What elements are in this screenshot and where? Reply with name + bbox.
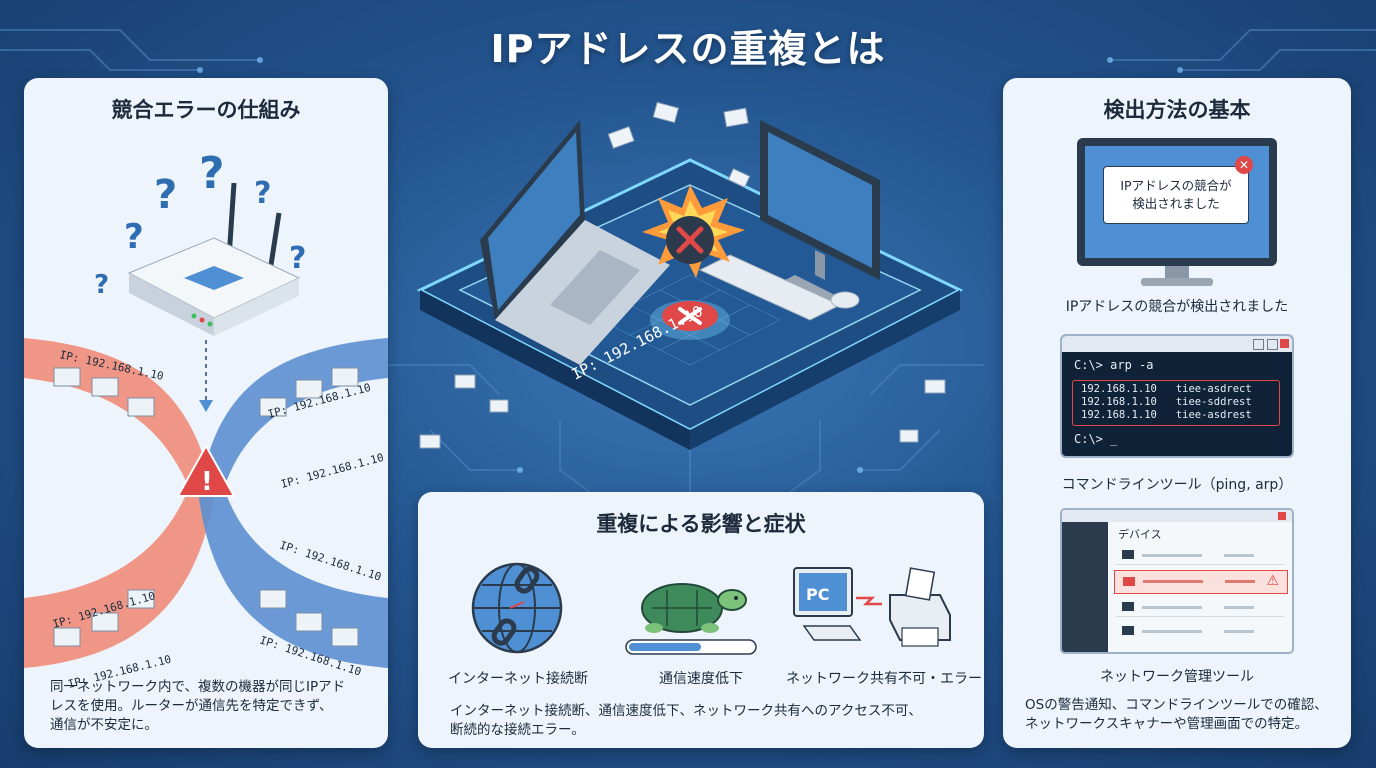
conflict-mechanism-panel: 競合エラーの仕組み ? ? ? ? ? ? ! IP: 192.168.1.10… bbox=[24, 78, 388, 748]
svg-text:?: ? bbox=[124, 217, 144, 257]
network-manager-window: デバイス ⚠ bbox=[1060, 508, 1294, 654]
device-row-conflict[interactable]: ⚠ bbox=[1114, 570, 1288, 594]
laptop-icon bbox=[480, 120, 670, 365]
router-icon: ? ? ? ? ? ? bbox=[94, 148, 306, 336]
right-desc-line-2: ネットワークスキャナーや管理画面での特定。 bbox=[1025, 716, 1309, 732]
impact-symptoms-panel: 重複による影響と症状 インターネット接続断 通信速度低下 PC ネットワーク共有… bbox=[418, 492, 984, 748]
packet-envelopes bbox=[53, 367, 359, 647]
manager-sidebar bbox=[1062, 522, 1108, 652]
terminal-caption: コマンドラインツール（ping, arp） bbox=[1061, 477, 1293, 493]
pc-printer-icon: PC bbox=[793, 567, 951, 647]
left-panel-title: 競合エラーの仕組み bbox=[111, 98, 301, 122]
arp-row-2: 192.168.1.10 tiee-sddrest bbox=[1081, 396, 1252, 408]
manager-header: デバイス bbox=[1118, 528, 1162, 541]
terminal-command: C:\> arp -a bbox=[1074, 358, 1154, 372]
right-desc-line-1: OSの警告通知、コマンドラインツールでの確認、 bbox=[1025, 697, 1328, 713]
popup-line-1: IPアドレスの競合が bbox=[1120, 178, 1232, 193]
svg-text:!: ! bbox=[201, 467, 213, 497]
device-row[interactable] bbox=[1116, 546, 1284, 565]
conflict-diagram: ! IP: 192.168.1.10 IP: 192.168.1.10 IP: … bbox=[24, 338, 388, 691]
popup-caption: IPアドレスの競合が検出されました bbox=[1065, 299, 1289, 315]
terminal-window: C:\> arp -a 192.168.1.10 tiee-asdrect 19… bbox=[1060, 334, 1294, 458]
error-badge bbox=[650, 300, 730, 340]
left-desc-line-1: 同一ネットワーク内で、複数の機器が同じIPアド bbox=[50, 679, 346, 695]
impact-label-share: ネットワーク共有不可・エラー bbox=[786, 671, 982, 687]
svg-text:?: ? bbox=[154, 172, 177, 218]
left-desc-line-2: レスを使用。ルーターが通信先を特定できず、 bbox=[50, 698, 333, 714]
page-title: IPアドレスの重複とは bbox=[490, 27, 886, 71]
svg-text:?: ? bbox=[289, 241, 306, 276]
impact-label-slow: 通信速度低下 bbox=[659, 671, 743, 687]
warning-icon: ⚠ bbox=[1266, 573, 1279, 589]
right-panel-title: 検出方法の基本 bbox=[1103, 98, 1251, 122]
conflict-popup: IPアドレスの競合が 検出されました bbox=[1103, 166, 1249, 224]
left-panel-description: 同一ネットワーク内で、複数の機器が同じIPアド レスを使用。ルーターが通信先を特… bbox=[50, 678, 345, 735]
arp-row-3: 192.168.1.10 tiee-asdrest bbox=[1081, 409, 1252, 421]
monitor-popup-illustration: IPアドレスの競合が 検出されました ✕ bbox=[1077, 138, 1277, 286]
desktop-monitor-icon bbox=[698, 120, 880, 321]
svg-text:?: ? bbox=[254, 176, 271, 211]
right-panel-description: OSの警告通知、コマンドラインツールでの確認、 ネットワークスキャナーや管理画面… bbox=[1025, 696, 1328, 734]
turtle-icon bbox=[625, 583, 757, 655]
collision-icon bbox=[642, 185, 745, 278]
envelope-icons bbox=[419, 101, 946, 449]
detection-methods-panel: 検出方法の基本 IPアドレスの競合が 検出されました ✕ IPアドレスの競合が検… bbox=[1003, 78, 1351, 748]
svg-text:?: ? bbox=[199, 148, 225, 199]
arp-results-box: 192.168.1.10 tiee-asdrect 192.168.1.10 t… bbox=[1072, 380, 1280, 426]
device-row[interactable] bbox=[1116, 598, 1284, 617]
bottom-desc-line-2: 断続的な接続エラー。 bbox=[450, 722, 585, 738]
arp-row-1: 192.168.1.10 tiee-asdrect bbox=[1081, 383, 1252, 395]
bottom-panel-description: インターネット接続断、通信速度低下、ネットワーク共有へのアクセス不可、 断続的な… bbox=[450, 702, 922, 740]
left-desc-line-3: 通信が不安定に。 bbox=[50, 717, 158, 733]
bottom-panel-title: 重複による影響と症状 bbox=[596, 512, 806, 536]
device-row[interactable] bbox=[1116, 622, 1284, 640]
manager-caption: ネットワーク管理ツール bbox=[1100, 669, 1254, 685]
popup-close-icon[interactable]: ✕ bbox=[1235, 156, 1253, 174]
center-illustration: IP: 192.168.1.10 bbox=[416, 101, 964, 450]
impact-label-internet: インターネット接続断 bbox=[448, 671, 588, 687]
bottom-desc-line-1: インターネット接続断、通信速度低下、ネットワーク共有へのアクセス不可、 bbox=[450, 703, 922, 719]
pc-text: PC bbox=[806, 585, 829, 604]
popup-line-2: 検出されました bbox=[1132, 196, 1220, 211]
terminal-titlebar bbox=[1062, 336, 1292, 352]
svg-text:?: ? bbox=[94, 270, 109, 300]
terminal-end-prompt: C:\> _ bbox=[1074, 432, 1118, 446]
ip-label-3: IP: 192.168.1.10 bbox=[279, 451, 385, 491]
broken-globe-icon bbox=[471, 562, 563, 654]
